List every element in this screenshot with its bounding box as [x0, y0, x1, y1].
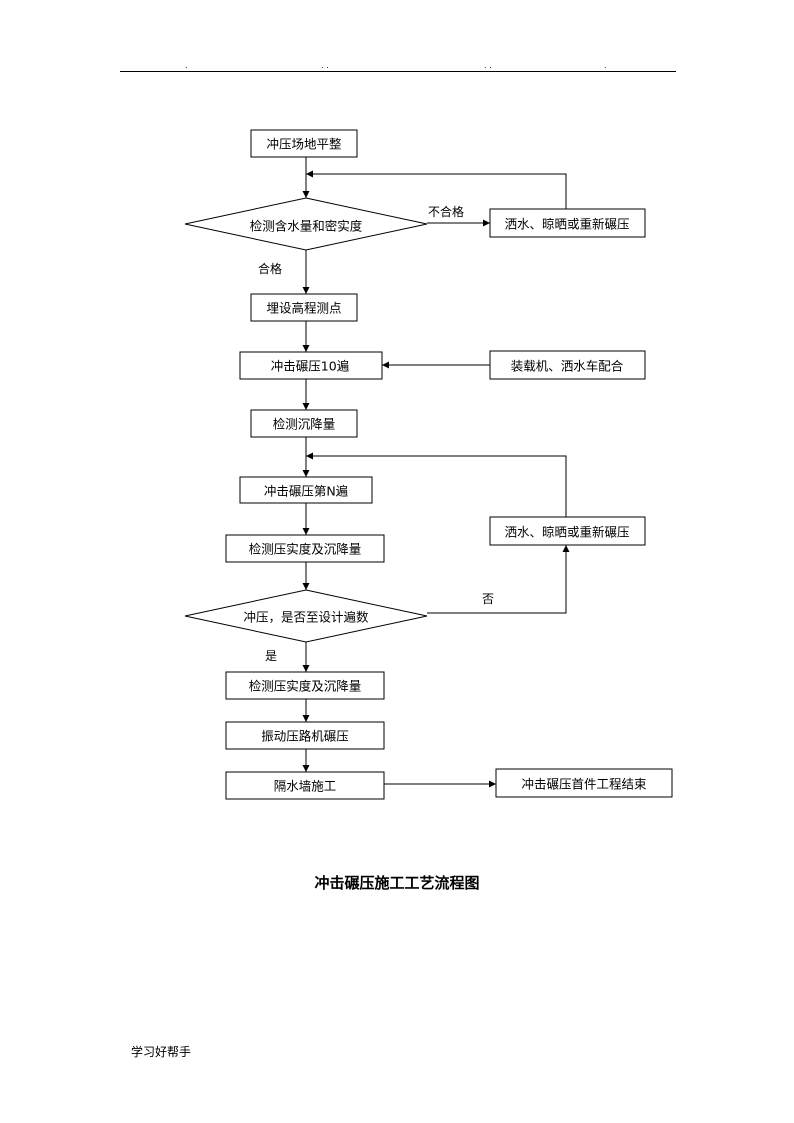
label-site-leveling: 冲压场地平整: [266, 137, 342, 152]
edge-label-fail: 不合格: [428, 204, 464, 219]
edge-label-no: 否: [482, 592, 494, 606]
label-end: 冲击碾压首件工程结束: [521, 777, 647, 792]
node-site-leveling: [250, 129, 358, 158]
page-footer: 学习好帮手: [131, 1045, 192, 1059]
figure-caption: 冲击碾压施工工艺流程图: [314, 874, 480, 892]
label-set-elevation: 埋设高程测点: [266, 301, 341, 316]
node-check-compaction-2: [225, 671, 385, 700]
label-impact-n: 冲击碾压第N遍: [264, 484, 349, 499]
node-vibratory-roller: [225, 721, 385, 750]
label-check-settlement: 检测沉降量: [273, 417, 336, 432]
label-check-compaction-2: 检测压实度及沉降量: [249, 679, 362, 694]
header-dot: .: [604, 61, 607, 70]
header-dot: .: [185, 61, 188, 70]
label-check-compaction-1: 检测压实度及沉降量: [249, 542, 362, 557]
arrow-loop-back-1: [306, 170, 567, 209]
arrow-no: [427, 545, 570, 614]
node-set-elevation: [250, 293, 358, 322]
label-vibratory-roller: 振动压路机碾压: [261, 729, 349, 744]
edge-label-pass: 合格: [258, 261, 282, 276]
label-water-dry-1: 洒水、晾晒或重新碾压: [504, 217, 629, 232]
label-reached-passes: 冲压，是否至设计遍数: [243, 610, 369, 625]
label-water-dry-2: 洒水、晾晒或重新碾压: [504, 525, 629, 540]
node-end: [495, 768, 673, 798]
node-check-compaction-1: [225, 534, 385, 563]
edge-label-yes: 是: [265, 649, 277, 663]
label-loader: 装载机、洒水车配合: [511, 359, 624, 374]
header-rule: [120, 71, 676, 72]
header-dot: . .: [321, 61, 329, 70]
label-isolation-wall: 隔水墙施工: [274, 779, 337, 794]
header-dot: . .: [484, 61, 492, 70]
node-check-settlement: [250, 409, 358, 438]
node-isolation-wall: [225, 771, 385, 800]
arrow-loop-back-2: [306, 452, 567, 517]
label-check-moisture: 检测含水量和密实度: [250, 219, 363, 234]
label-impact-10: 冲击碾压10遍: [271, 359, 350, 374]
